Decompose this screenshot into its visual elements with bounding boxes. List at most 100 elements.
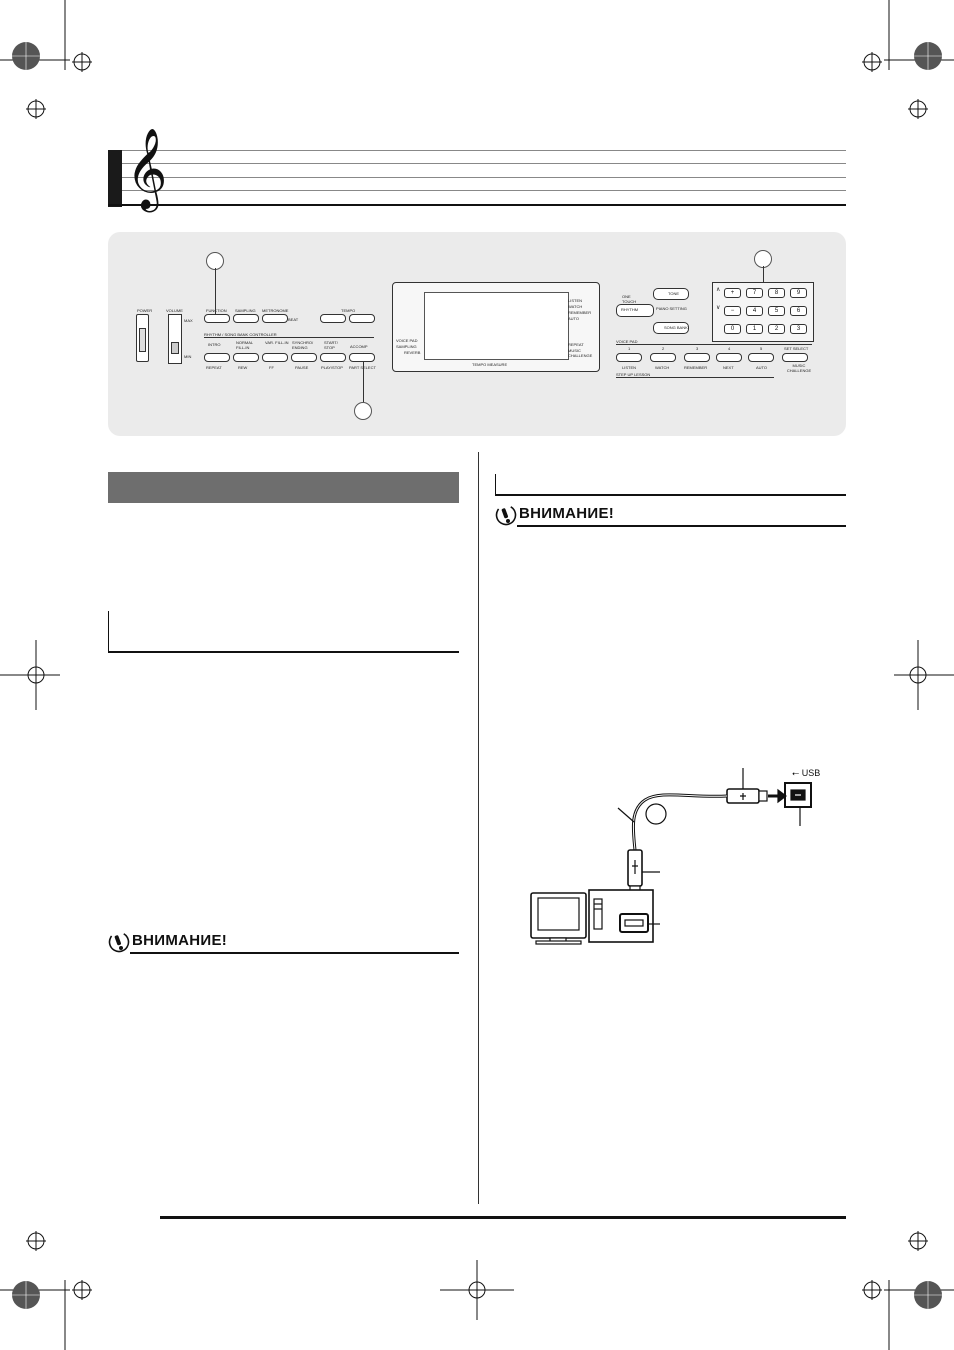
key-2: 2 [768, 324, 785, 334]
staff-bottom-line [108, 204, 846, 206]
caution-icon [495, 504, 517, 526]
subsection-marker-right [495, 474, 496, 495]
start-stop-label: START/ STOP [324, 340, 338, 350]
key-1: 1 [746, 324, 763, 334]
page-bottom-rule [160, 1216, 846, 1219]
pause-label: PAUSE [295, 365, 309, 370]
callout-3 [354, 402, 372, 420]
key-minus: − [724, 306, 741, 316]
column-divider [478, 452, 479, 1204]
pad-number-3: 3 [696, 346, 699, 351]
key-plus: + [724, 288, 741, 298]
rhythm-label: RHYTHM [621, 307, 639, 312]
pad-button-5 [748, 353, 774, 362]
display-reverb: REVERB [404, 350, 421, 355]
tempo-label: TEMPO [341, 308, 356, 313]
staff-bar [108, 150, 122, 207]
pad-number-5: 5 [760, 346, 763, 351]
voice-pad-label: VOICE PAD [616, 339, 638, 344]
song-bank-label: SONG BANK [664, 325, 688, 330]
rew-label: REW [238, 365, 248, 370]
rhythm-controller-label: RHYTHM / SONG BANK CONTROLLER [204, 332, 277, 337]
normal-fill-button [233, 353, 259, 362]
var-fill-button [262, 353, 288, 362]
function-label: FUNCTION [206, 308, 227, 313]
beat-label: BEAT [288, 317, 299, 322]
usb-label: ⭠ USB [792, 768, 820, 779]
pad-number-1: 1 [628, 346, 631, 351]
intro-label: INTRO [208, 342, 221, 347]
caution-left: ВНИМАНИЕ! [108, 931, 459, 954]
staff-line [122, 163, 846, 164]
volume-min: MIN [184, 354, 192, 359]
key-7: 7 [746, 288, 763, 298]
display-listen: LISTEN [568, 298, 583, 303]
key-6: 6 [790, 306, 807, 316]
power-label: POWER [137, 308, 153, 313]
lesson-auto: AUTO [756, 365, 768, 370]
staff-line [122, 177, 846, 178]
function-button [204, 314, 230, 323]
caution-title: ВНИМАНИЕ! [519, 505, 615, 522]
control-panel-illustration: POWER VOLUME MAX MIN FUNCTION SAMPLING M… [108, 232, 846, 436]
rhythm-button [616, 304, 654, 317]
display-remember: REMEMBER [568, 310, 592, 315]
set-select-button [782, 353, 808, 362]
key-4: 4 [746, 306, 763, 316]
key-3: 3 [790, 324, 807, 334]
accomp-label: ACCOMP [350, 344, 368, 349]
caution-right: ВНИМАНИЕ! [495, 504, 846, 527]
key-9: 9 [790, 288, 807, 298]
tone-label: TONE [668, 291, 680, 296]
pad-number-2: 2 [662, 346, 665, 351]
key-8: 8 [768, 288, 785, 298]
normal-fill-label: NORMAL FILL-IN [236, 340, 253, 350]
key-5: 5 [768, 306, 785, 316]
lesson-next: NEXT [723, 365, 734, 370]
display-voice-pad: VOICE PAD [396, 338, 418, 343]
pad-button-3 [684, 353, 710, 362]
volume-max: MAX [184, 318, 193, 323]
var-fill-label: VAR. FILL-IN [265, 340, 289, 345]
display-tempo-measure: TEMPO MEASURE [472, 362, 508, 367]
pad-button-2 [650, 353, 676, 362]
sampling-label: SAMPLING [235, 308, 256, 313]
staff-line [122, 150, 846, 151]
caution-icon [108, 931, 130, 953]
metronome-button [262, 314, 288, 323]
pad-button-1 [616, 353, 642, 362]
tempo-up-button [349, 314, 375, 323]
volume-label: VOLUME [166, 308, 183, 313]
usb-text: USB [801, 768, 821, 778]
synchro-label: SYNCHRO/ ENDING [292, 340, 314, 350]
metronome-label: METRONOME [262, 308, 289, 313]
repeat-label: REPEAT [206, 365, 222, 370]
music-challenge-label: MUSIC CHALLENGE [786, 363, 812, 373]
pad-number-4: 4 [728, 346, 731, 351]
subsection-rule-right [495, 494, 846, 496]
pad-button-4 [716, 353, 742, 362]
lesson-remember: REMEMBER [684, 365, 708, 370]
display-music-challenge: MUSIC CHALLENGE [568, 348, 593, 358]
display-watch: WATCH [568, 304, 583, 309]
lesson-watch: WATCH [655, 365, 670, 370]
synchro-button [291, 353, 317, 362]
step-up-lesson-label: STEP UP LESSON [616, 372, 651, 377]
section-heading-bar [108, 472, 459, 503]
start-stop-button [320, 353, 346, 362]
tempo-down-button [320, 314, 346, 323]
display-sampling: SAMPLING [396, 344, 417, 349]
display-auto: AUTO [568, 316, 580, 321]
play-stop-label: PLAY/STOP [321, 365, 343, 370]
subsection-rule [108, 651, 459, 653]
subsection-marker [108, 611, 109, 652]
usb-symbol-icon: ⭠ [792, 768, 800, 778]
set-select-label: SET SELECT [784, 346, 809, 351]
lesson-listen: LISTEN [622, 365, 637, 370]
song-bank-button [653, 322, 689, 334]
piano-setting-label: PIANO SETTING [656, 306, 687, 311]
display-repeat: REPEAT [568, 342, 584, 347]
staff-line [122, 190, 846, 191]
